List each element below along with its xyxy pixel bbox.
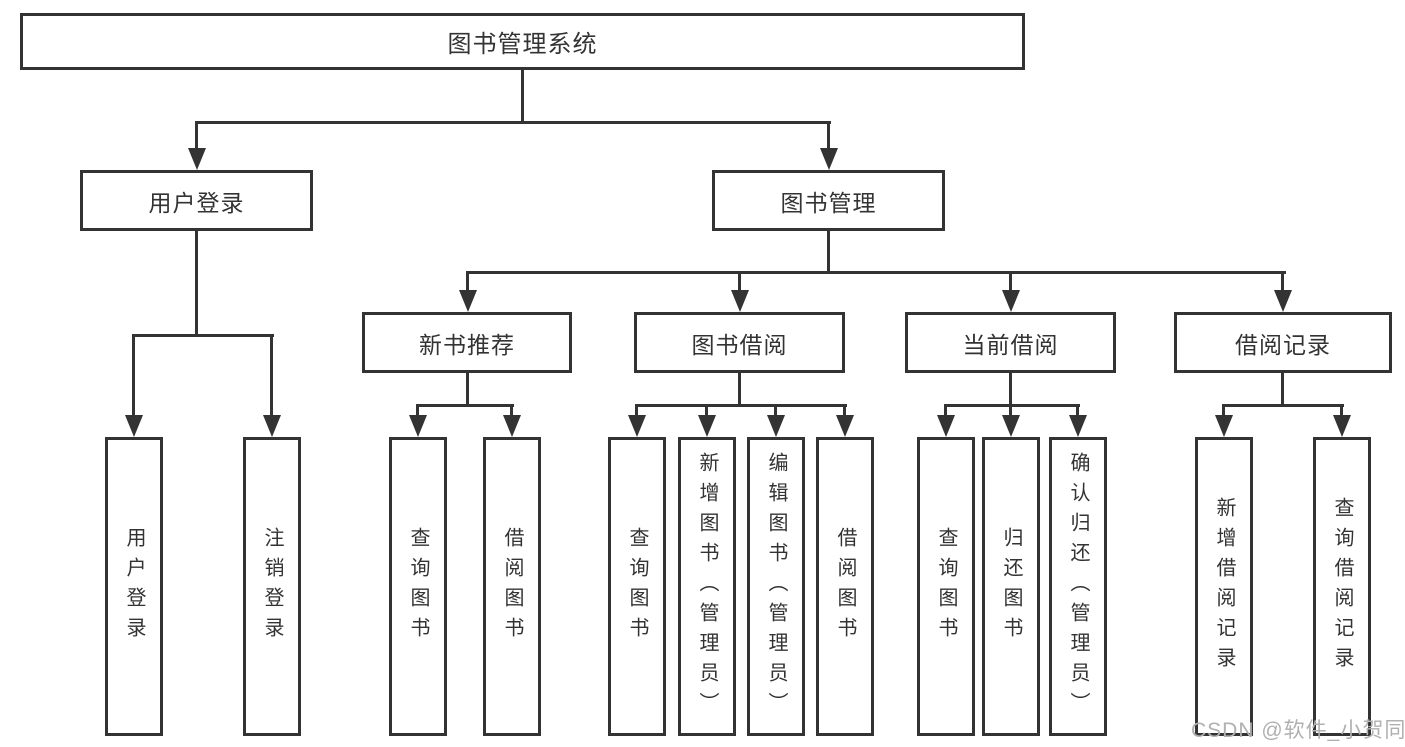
connector-line — [1076, 407, 1079, 416]
connector-line — [738, 373, 741, 405]
arrowhead-down — [767, 415, 785, 437]
connector-line — [521, 70, 524, 124]
connector-line — [1222, 404, 1344, 407]
connector-line — [195, 121, 831, 124]
node-label: 借阅图书 — [501, 526, 523, 647]
arrowhead-down — [731, 290, 749, 312]
connector-line — [1222, 407, 1225, 416]
arrowhead-down — [820, 148, 838, 170]
connector-line — [466, 271, 1286, 274]
node-label: 用户登录 — [148, 189, 245, 216]
node-borrow-books-recommend: 借阅图书 — [483, 437, 541, 736]
node-book-management: 图书管理 — [712, 170, 945, 231]
connector-line — [270, 337, 273, 415]
arrowhead-down — [263, 415, 281, 437]
node-user-login-leaf: 用户登录 — [105, 437, 163, 736]
connector-line — [705, 407, 708, 416]
connector-line — [195, 124, 198, 149]
arrowhead-down — [503, 415, 521, 437]
arrowhead-down — [698, 415, 716, 437]
node-label: 图书管理系统 — [447, 31, 598, 58]
arrowhead-down — [1002, 290, 1020, 312]
connector-line — [944, 407, 947, 416]
connector-line — [635, 407, 638, 416]
connector-line — [466, 274, 469, 291]
connector-line — [1009, 373, 1012, 405]
arrowhead-down — [1215, 415, 1233, 437]
arrowhead-down — [188, 148, 206, 170]
node-label: 查询图书 — [626, 526, 648, 647]
node-query-borrow-record: 查询借阅记录 — [1313, 437, 1371, 736]
arrowhead-down — [1274, 290, 1292, 312]
connector-line — [944, 404, 1080, 407]
node-library-management-system: 图书管理系统 — [20, 13, 1025, 70]
node-borrow-books: 借阅图书 — [816, 437, 874, 736]
node-label: 借阅记录 — [1235, 331, 1331, 358]
connector-line — [1009, 407, 1012, 416]
node-label: 当前借阅 — [962, 331, 1059, 358]
arrowhead-down — [1333, 415, 1351, 437]
connector-line — [195, 231, 198, 336]
node-label: 查询图书 — [407, 526, 429, 647]
connector-line — [466, 373, 469, 405]
connector-line — [774, 407, 777, 416]
node-add-borrow-record: 新增借阅记录 — [1195, 437, 1253, 736]
node-label: 新增图书（管理员） — [696, 451, 718, 722]
connector-line — [827, 231, 830, 274]
node-edit-books-admin: 编辑图书（管理员） — [747, 437, 805, 736]
node-label: 查询借阅记录 — [1331, 496, 1353, 677]
connector-line — [1009, 274, 1012, 291]
node-query-books-borrowing: 查询图书 — [608, 437, 666, 736]
node-borrowing-records: 借阅记录 — [1174, 312, 1392, 373]
node-confirm-return-admin: 确认归还（管理员） — [1049, 437, 1107, 736]
node-label: 确认归还（管理员） — [1067, 451, 1089, 722]
connector-line — [1281, 373, 1284, 405]
node-label: 用户登录 — [123, 526, 145, 647]
node-return-books: 归还图书 — [982, 437, 1040, 736]
node-add-books-admin: 新增图书（管理员） — [678, 437, 736, 736]
connector-line — [416, 407, 419, 416]
node-logout: 注销登录 — [243, 437, 301, 736]
node-current-borrowing: 当前借阅 — [905, 312, 1116, 373]
arrowhead-down — [1002, 415, 1020, 437]
node-label: 归还图书 — [1000, 526, 1022, 647]
node-label: 新书推荐 — [419, 331, 515, 358]
node-user-login: 用户登录 — [80, 170, 313, 231]
node-query-books-recommend: 查询图书 — [389, 437, 447, 736]
connector-line — [1340, 407, 1343, 416]
connector-line — [843, 407, 846, 416]
node-book-borrowing: 图书借阅 — [634, 312, 845, 373]
node-label: 借阅图书 — [834, 526, 856, 647]
node-label: 图书管理 — [780, 189, 877, 216]
watermark: CSDN @软件_小贺同学 — [1191, 719, 1405, 742]
connector-line — [635, 404, 847, 407]
connector-line — [416, 404, 514, 407]
connector-line — [1281, 274, 1284, 291]
arrowhead-down — [125, 415, 143, 437]
arrowhead-down — [1069, 415, 1087, 437]
node-new-book-recommendation: 新书推荐 — [362, 312, 572, 373]
arrowhead-down — [836, 415, 854, 437]
node-label: 新增借阅记录 — [1213, 496, 1235, 677]
node-label: 查询图书 — [935, 526, 957, 647]
arrowhead-down — [937, 415, 955, 437]
arrowhead-down — [409, 415, 427, 437]
connector-line — [827, 124, 830, 149]
connector-line — [738, 274, 741, 291]
arrowhead-down — [628, 415, 646, 437]
arrowhead-down — [459, 290, 477, 312]
node-label: 注销登录 — [261, 526, 283, 647]
connector-line — [132, 337, 135, 415]
node-label: 图书借阅 — [691, 331, 788, 358]
connector-line — [510, 407, 513, 416]
connector-line — [132, 334, 274, 337]
node-query-books-current: 查询图书 — [917, 437, 975, 736]
node-label: 编辑图书（管理员） — [765, 451, 787, 722]
